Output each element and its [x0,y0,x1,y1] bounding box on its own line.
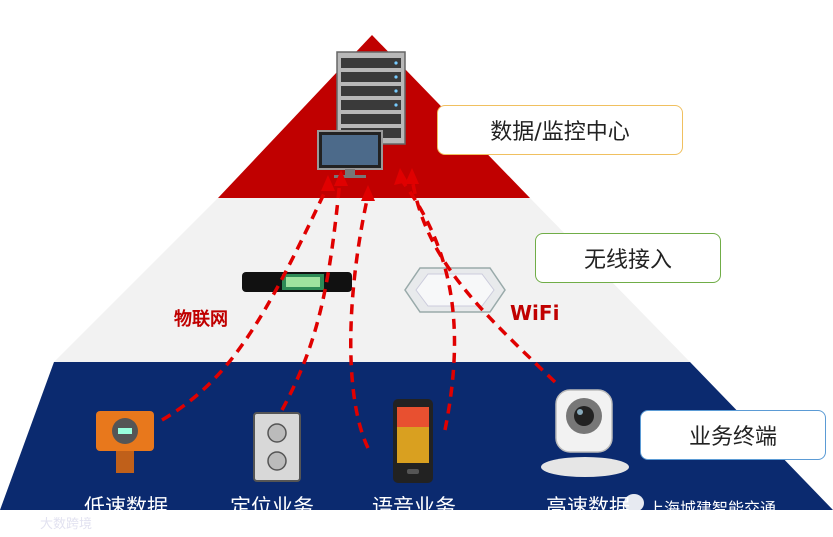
watermark-left: 大数跨境 [40,517,93,532]
label-iot: 物联网 [174,309,228,330]
path-high-speed-data [410,177,557,384]
iot-path-arrows [161,176,557,449]
path-voice-sent [349,194,370,449]
wechat-icon [624,494,644,512]
watermark-right: 上海城建智能交通 [648,499,777,518]
label-wifi: WiFi [510,301,560,325]
path-voice-return [398,176,457,431]
terminal-label-voice: 语音业务 [372,495,456,519]
label-wireless-access: 无线接入 [535,233,721,283]
monitor-icon [317,130,383,178]
layer-middle-band [54,198,690,362]
path-positioning [280,179,342,411]
label-business-terminal: 业务终端 [640,410,826,460]
handheld-phone-icon [393,399,433,483]
path-low-speed-data [161,184,330,422]
label-data-monitor-center: 数据/监控中心 [437,105,683,155]
gas-detector-icon [96,411,154,473]
terminal-label-low-speed-data: 低速数据 [84,495,168,519]
terminal-label-positioning: 定位业务 [230,495,314,519]
iot-gateway-icon [242,272,352,292]
terminal-label-high-speed-data: 高速数据 [546,495,630,519]
arrow-heads [321,168,419,201]
surveillance-camera-icon [541,389,629,477]
positioning-device-icon [253,412,301,482]
wifi-access-point-icon [404,267,506,313]
